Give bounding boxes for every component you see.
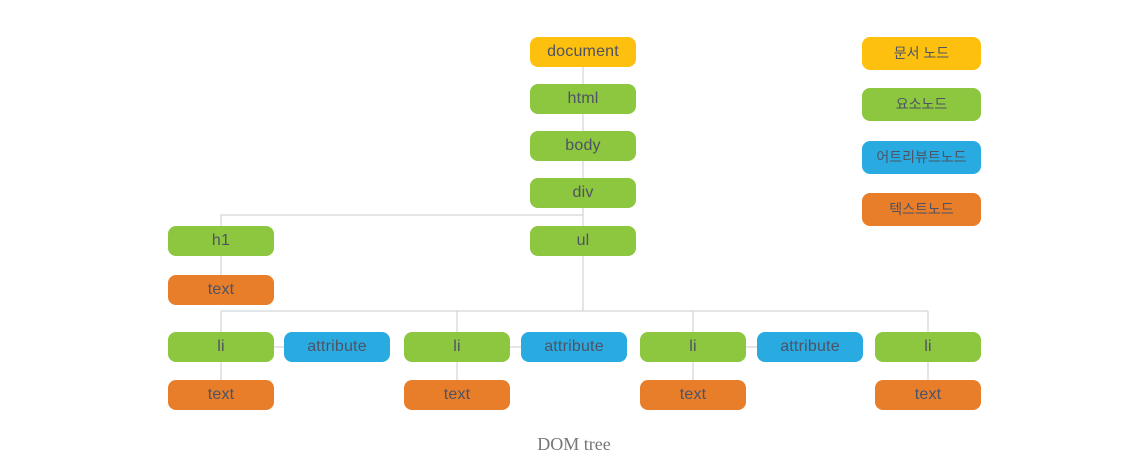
tree-node-li-2: li [404,332,510,362]
tree-node-li-3-text: text [640,380,746,410]
tree-node-document: document [530,37,636,67]
tree-node-div: div [530,178,636,208]
tree-node-attribute-1: attribute [284,332,390,362]
tree-node-attribute-2: attribute [521,332,627,362]
tree-node-h1: h1 [168,226,274,256]
tree-node-li-3: li [640,332,746,362]
tree-node-li-4: li [875,332,981,362]
legend-document-node: 문서 노드 [862,37,981,70]
tree-node-ul: ul [530,226,636,256]
tree-node-li-4-text: text [875,380,981,410]
tree-node-h1-text: text [168,275,274,305]
diagram-caption: DOM tree [537,434,611,454]
tree-node-li-2-text: text [404,380,510,410]
legend-text-node: 텍스트노드 [862,193,981,226]
connector-line [220,214,583,226]
legend-attribute-node: 어트리뷰트노드 [862,141,981,174]
legend-element-node: 요소노드 [862,88,981,121]
tree-node-attribute-3: attribute [757,332,863,362]
tree-node-li-1: li [168,332,274,362]
tree-node-li-1-text: text [168,380,274,410]
tree-node-body: body [530,131,636,161]
tree-node-html: html [530,84,636,114]
